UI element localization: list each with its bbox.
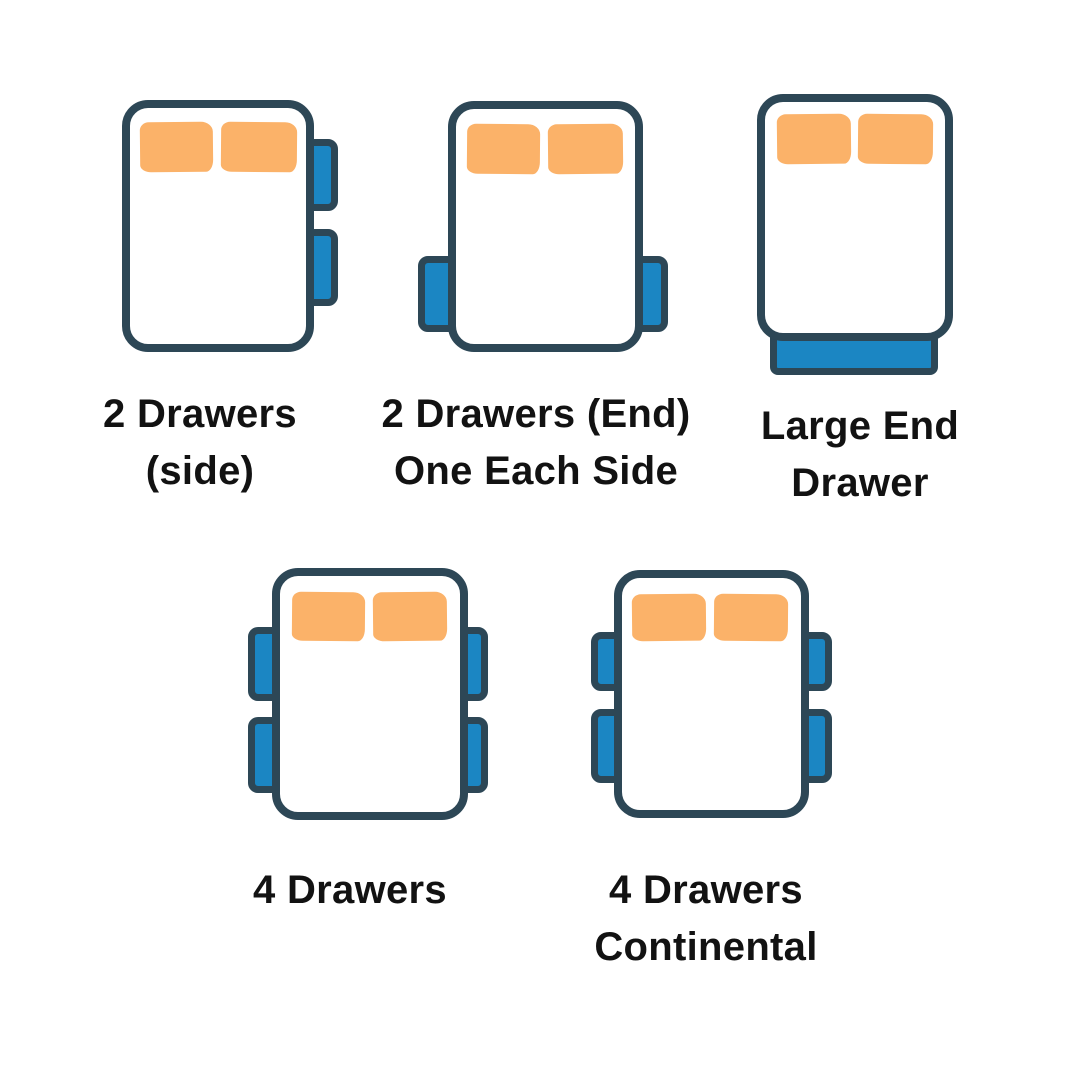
figure-label: 2 Drawers (End) One Each Side bbox=[381, 386, 690, 500]
pillow-right bbox=[547, 123, 624, 175]
pillow-right bbox=[220, 121, 298, 173]
pillow-left bbox=[776, 113, 852, 165]
figure-label-line2: Drawer bbox=[791, 461, 929, 505]
pillow-right bbox=[713, 593, 789, 642]
pillow-left bbox=[466, 123, 541, 175]
figure-label: Large End Drawer bbox=[761, 398, 959, 512]
figure-label: 4 Drawers Continental bbox=[594, 862, 817, 976]
figure-label: 2 Drawers (side) bbox=[103, 386, 297, 500]
pillow-left bbox=[291, 591, 366, 642]
figure-label-line1: 4 Drawers bbox=[609, 868, 803, 912]
pillow-right bbox=[372, 591, 448, 642]
figure-label-line1: Large End bbox=[760, 404, 960, 448]
pillow-left bbox=[631, 593, 707, 642]
figure-label-line1: 2 Drawers (End) bbox=[381, 392, 691, 436]
figure-label-line1: 2 Drawers bbox=[103, 392, 297, 436]
figure-label-line2: Continental bbox=[594, 925, 818, 969]
pillow-left bbox=[139, 121, 214, 173]
figure-label: 4 Drawers bbox=[253, 862, 447, 919]
figure-label-line2: (side) bbox=[145, 449, 255, 493]
figure-label-line2: One Each Side bbox=[394, 449, 678, 493]
figure-label-line1: 4 Drawers bbox=[253, 868, 447, 912]
pillow-right bbox=[857, 113, 934, 165]
